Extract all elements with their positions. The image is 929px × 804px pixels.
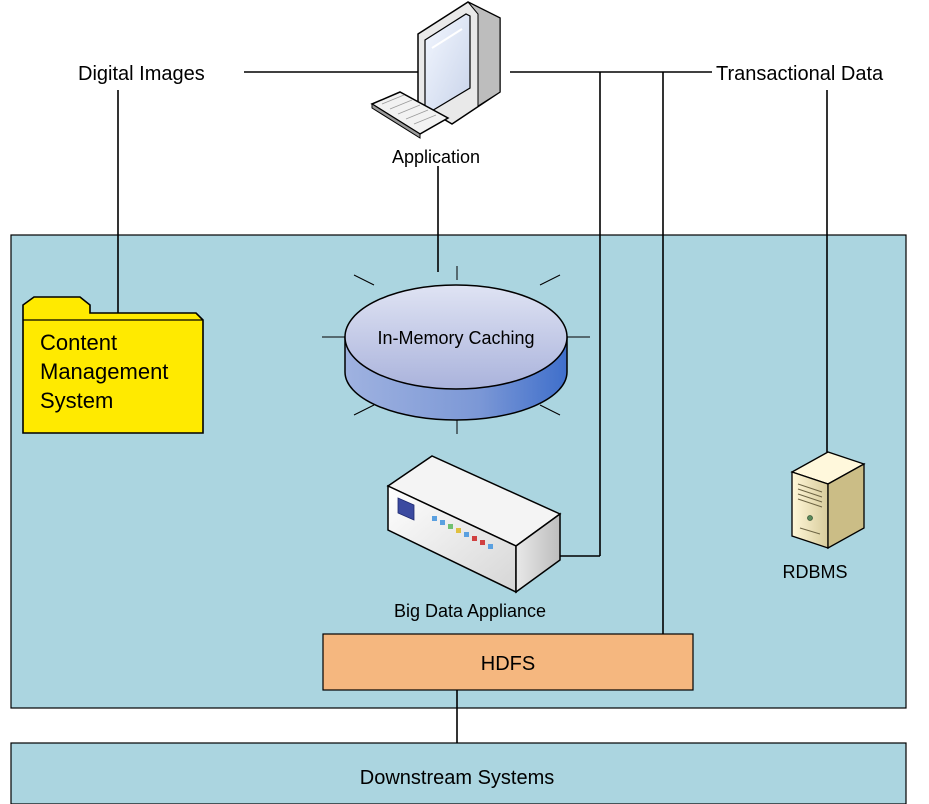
cms-label-line3: System [40, 388, 113, 413]
digital-images-label: Digital Images [78, 63, 205, 85]
application-label: Application [392, 147, 480, 167]
rdbms-label: RDBMS [782, 562, 847, 582]
desktop-computer-icon [370, 1, 501, 139]
connector-lines [117, 71, 828, 743]
database-disk-icon [322, 266, 590, 434]
big-data-appliance-label: Big Data Appliance [394, 601, 546, 621]
in-memory-caching-label: In-Memory Caching [377, 328, 534, 348]
folder-icon [22, 296, 204, 434]
server-appliance-icon [386, 455, 562, 594]
hdfs-box [322, 633, 694, 691]
cms-label-line2: Management [40, 359, 168, 384]
transactional-data-label: Transactional Data [716, 63, 884, 85]
hdfs-label: HDFS [481, 653, 535, 675]
downstream-systems-label: Downstream Systems [360, 767, 555, 789]
cms-label-line1: Content [40, 330, 117, 355]
downstream-systems-box [10, 742, 907, 804]
tower-server-icon [790, 451, 866, 550]
